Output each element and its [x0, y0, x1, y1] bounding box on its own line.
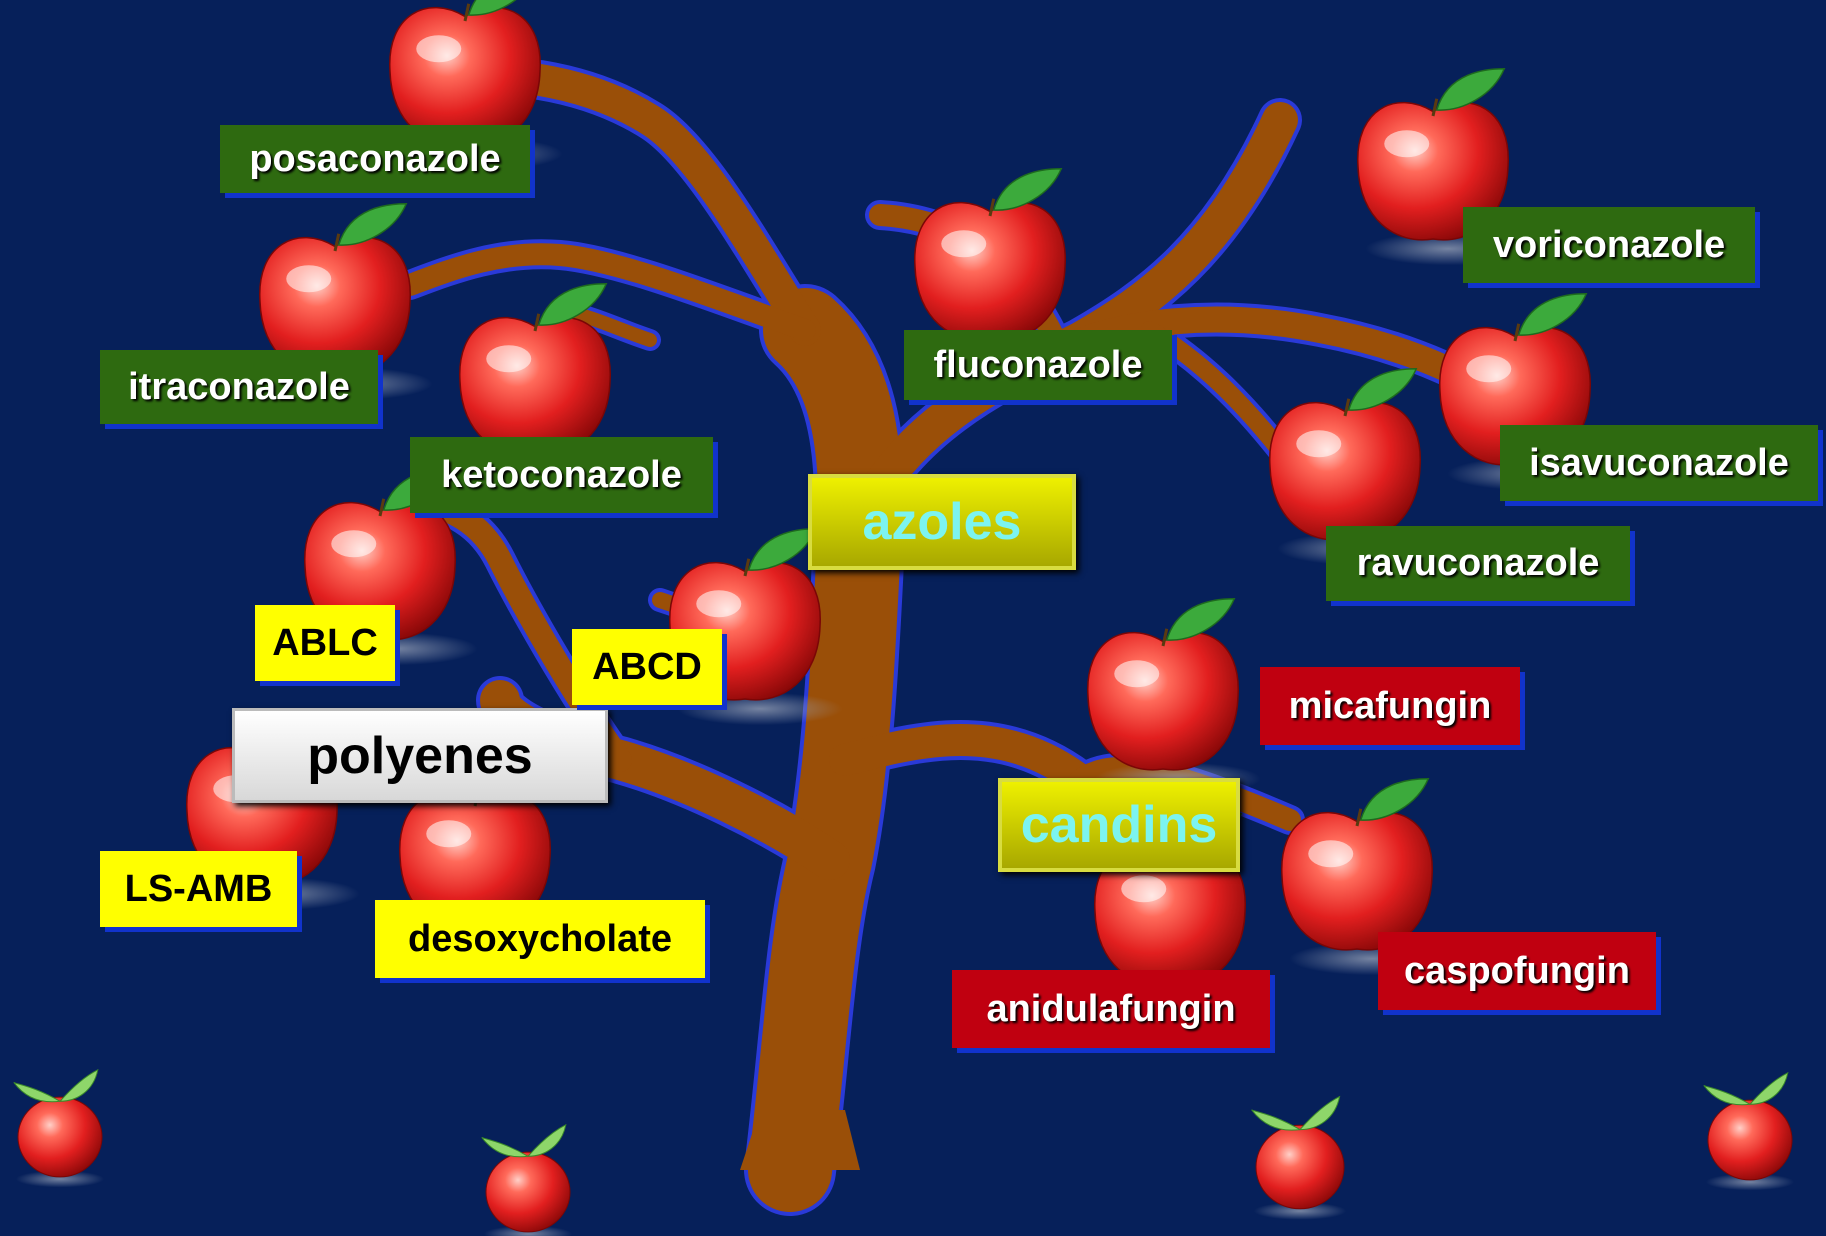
apple-highlight — [1114, 660, 1159, 687]
apple-icon — [486, 1152, 570, 1232]
azoles-group-label: azoles — [808, 474, 1076, 570]
drug-label-ketoconazole: ketoconazole — [410, 437, 713, 513]
apple-highlight — [416, 35, 461, 62]
leaf-icon — [528, 1125, 566, 1157]
apple-icon — [18, 1097, 102, 1177]
drug-label-voriconazole: voriconazole — [1463, 207, 1755, 283]
apple-highlight — [1384, 130, 1429, 157]
fallen-apples-layer — [14, 1070, 1794, 1236]
drug-label-micafungin: micafungin — [1260, 667, 1520, 745]
drug-label-posaconazole: posaconazole — [220, 125, 530, 193]
drug-label-caspofungin: caspofungin — [1378, 932, 1656, 1010]
apple-highlight — [1308, 840, 1353, 867]
apple-icon — [1088, 633, 1238, 770]
drug-label-abcd: ABCD — [572, 629, 722, 705]
drug-label-itraconazole: itraconazole — [100, 350, 378, 424]
fallen-apple-icon — [14, 1070, 104, 1188]
drug-label-ravuconazole: ravuconazole — [1326, 526, 1630, 601]
leaf-icon — [14, 1082, 60, 1101]
apple-highlight — [1121, 875, 1166, 902]
drug-label-ablc: ABLC — [255, 605, 395, 681]
apple-highlight — [486, 345, 531, 372]
apple-icon — [1256, 1125, 1344, 1209]
apple-highlight — [331, 530, 376, 557]
apple-highlight — [426, 820, 471, 847]
leaf-icon — [1704, 1085, 1750, 1104]
drug-label-fluconazole: fluconazole — [904, 330, 1172, 400]
fallen-apple-icon — [482, 1125, 572, 1236]
apple-highlight — [941, 230, 986, 257]
leaf-icon — [482, 1137, 528, 1156]
apple-icon — [460, 318, 610, 455]
apple-highlight — [1296, 430, 1341, 457]
leaf-icon — [1252, 1110, 1300, 1130]
drug-label-desoxycholate: desoxycholate — [375, 900, 705, 978]
apple-icon — [1708, 1100, 1792, 1180]
apple-highlight — [286, 265, 331, 292]
apple-icon — [915, 203, 1065, 340]
drug-label-anidulafungin: anidulafungin — [952, 970, 1270, 1048]
apple-icon — [1282, 813, 1432, 950]
leaf-icon — [1300, 1097, 1340, 1130]
apple-icon — [1270, 403, 1420, 540]
apple-highlight — [1466, 355, 1511, 382]
leaf-icon — [1750, 1073, 1788, 1105]
drug-label-isavuconazole: isavuconazole — [1500, 425, 1818, 501]
fallen-apple-icon — [1252, 1097, 1347, 1220]
leaf-icon — [60, 1070, 98, 1102]
polyenes-group-label: polyenes — [232, 708, 608, 803]
drug-label-ls-amb: LS-AMB — [100, 851, 297, 927]
fallen-apple-icon — [1704, 1073, 1794, 1191]
candins-group-label: candins — [998, 778, 1240, 872]
apple-highlight — [696, 590, 741, 617]
